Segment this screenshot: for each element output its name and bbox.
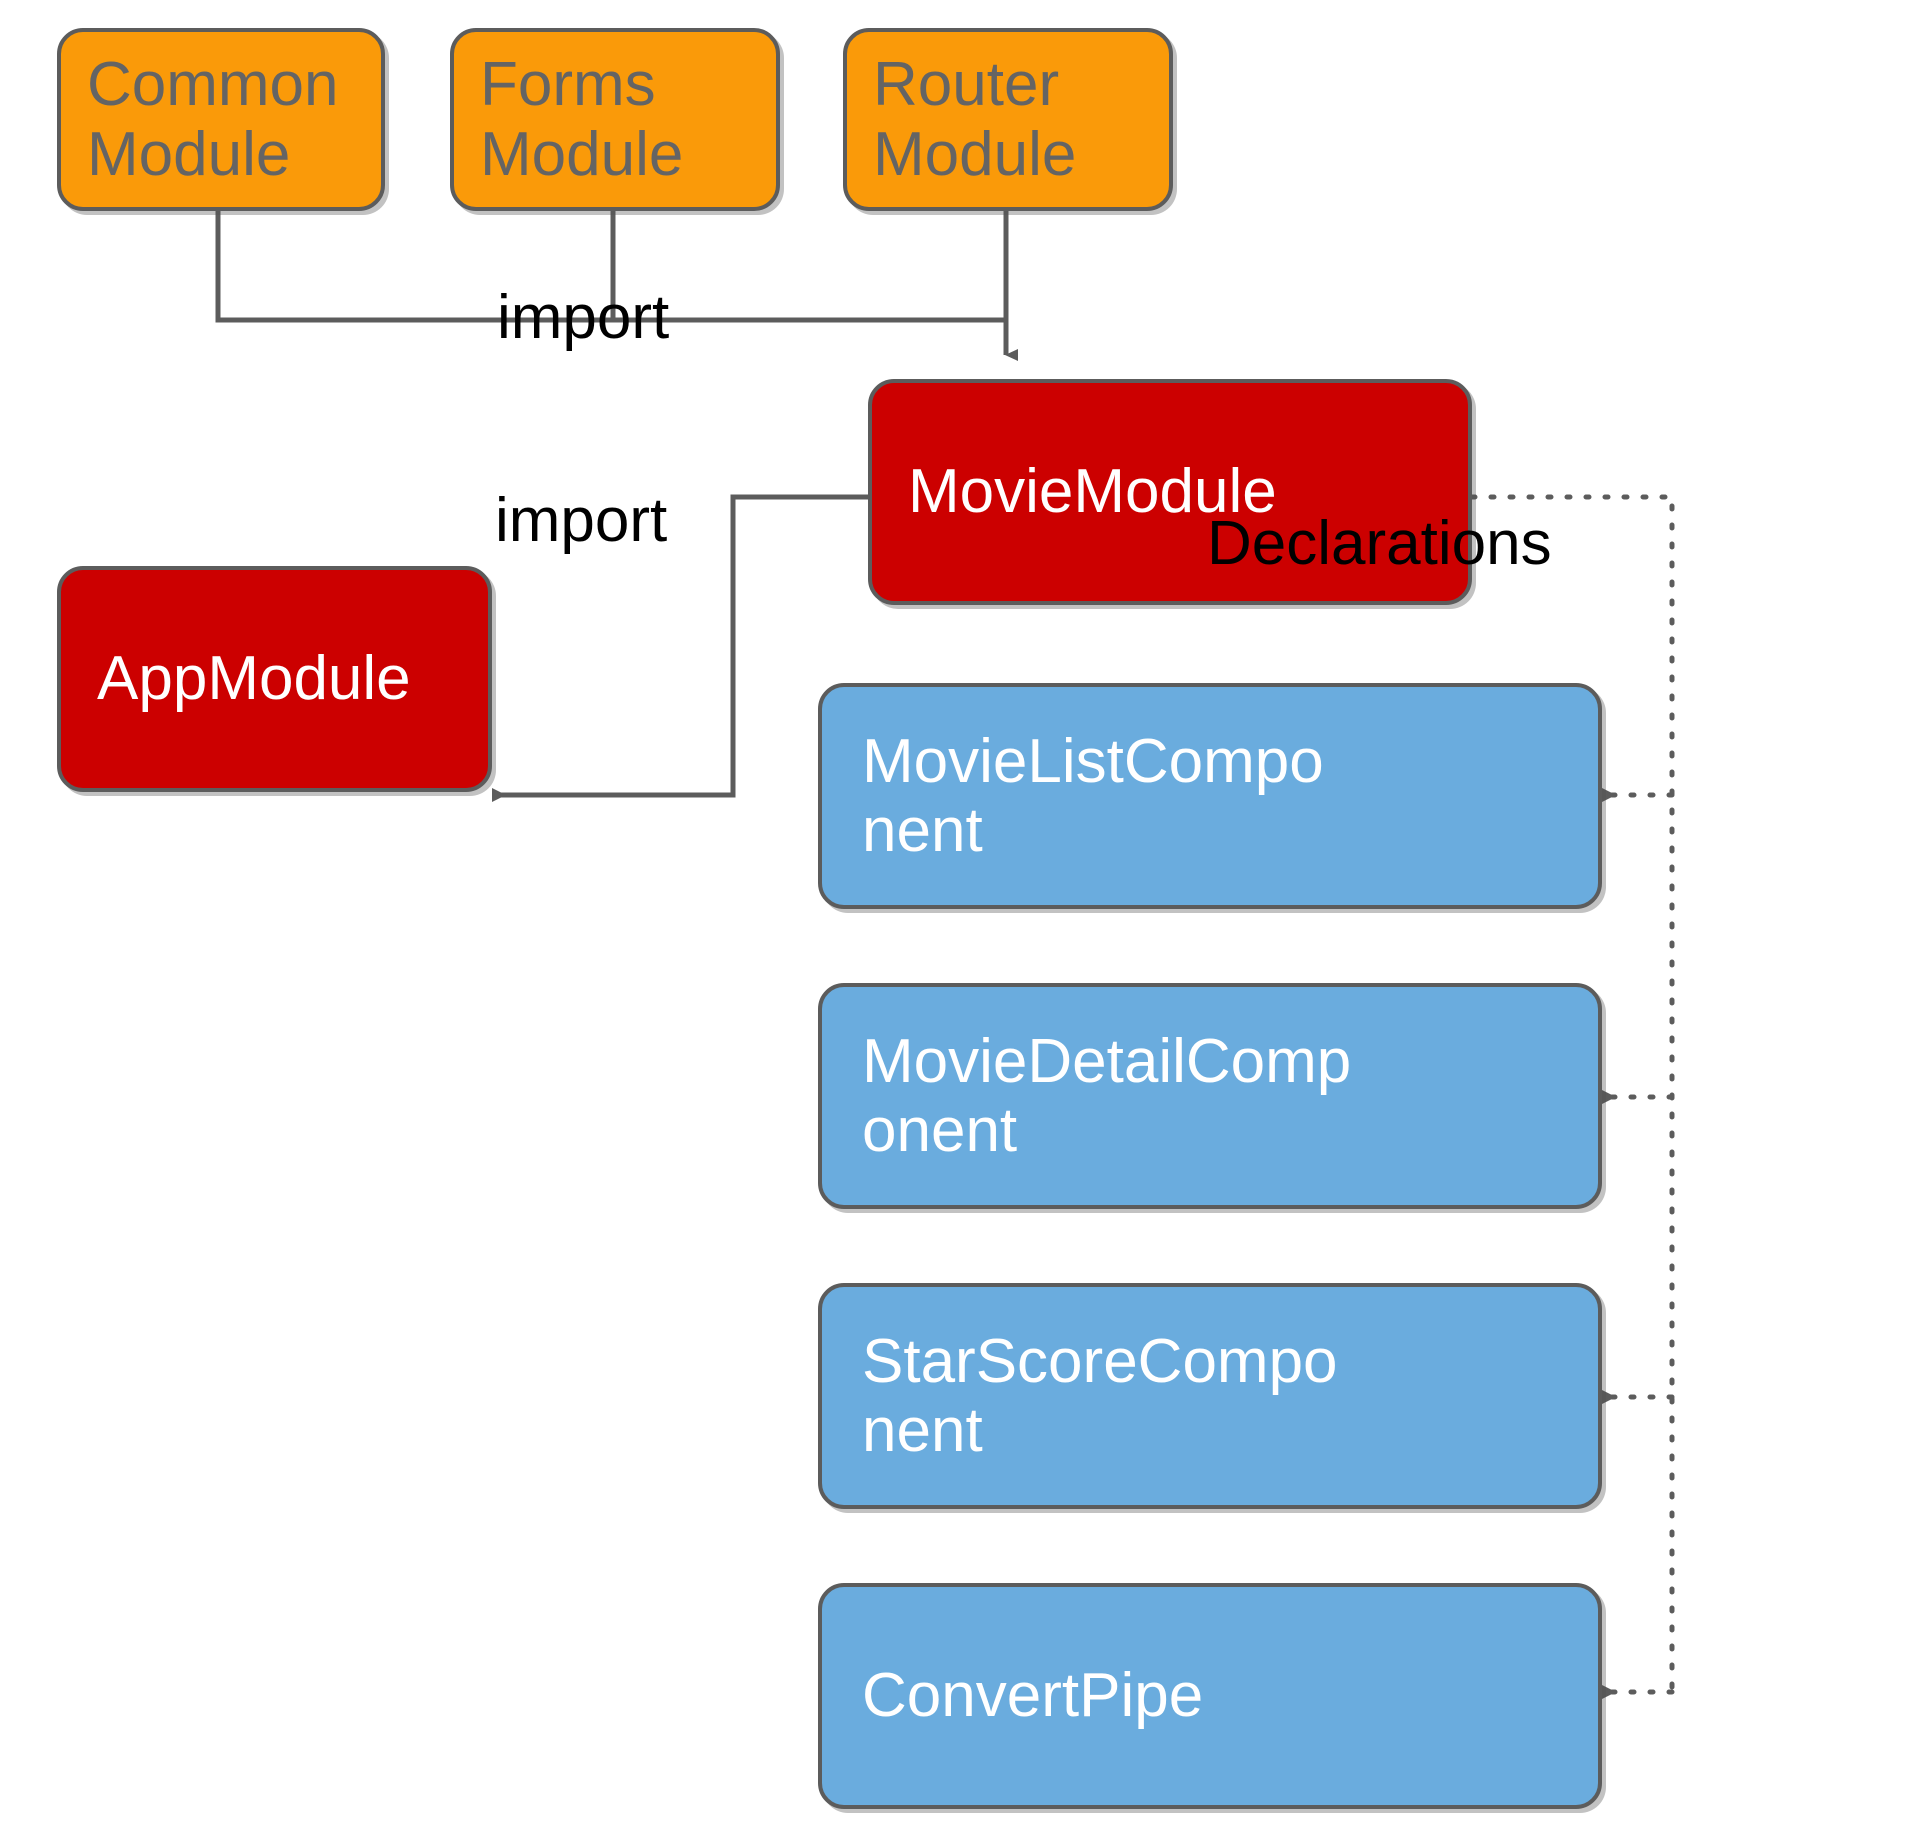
node-router-module[interactable]: Router Module: [843, 28, 1173, 211]
node-movie-detail-component-label: MovieDetailComp onent: [862, 1026, 1352, 1165]
node-app-module[interactable]: AppModule: [57, 566, 492, 792]
node-forms-module[interactable]: Forms Module: [450, 28, 780, 211]
edge-label-import-mid: import: [495, 486, 668, 555]
node-common-module-label: Common Module: [87, 50, 339, 189]
edge-label-import-top: import: [497, 283, 670, 352]
node-star-score-component-label: StarScoreCompo nent: [862, 1326, 1338, 1465]
node-movie-module-label: MovieModule: [908, 457, 1277, 527]
node-forms-module-label: Forms Module: [480, 50, 684, 189]
node-common-module[interactable]: Common Module: [57, 28, 385, 211]
edge-label-declarations: Declarations: [1207, 509, 1552, 578]
node-movie-module[interactable]: MovieModule: [868, 379, 1472, 605]
node-convert-pipe-label: ConvertPipe: [862, 1661, 1204, 1731]
node-convert-pipe[interactable]: ConvertPipe: [818, 1583, 1602, 1809]
node-star-score-component[interactable]: StarScoreCompo nent: [818, 1283, 1602, 1509]
node-movie-list-component[interactable]: MovieListCompo nent: [818, 683, 1602, 909]
node-movie-detail-component[interactable]: MovieDetailComp onent: [818, 983, 1602, 1209]
node-router-module-label: Router Module: [873, 50, 1077, 189]
node-movie-list-component-label: MovieListCompo nent: [862, 726, 1324, 865]
node-app-module-label: AppModule: [97, 644, 411, 714]
